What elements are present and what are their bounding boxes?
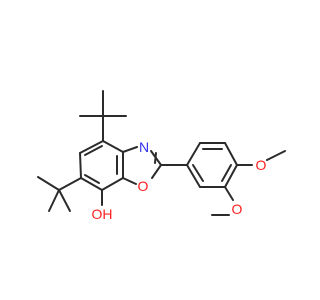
bond <box>101 177 124 191</box>
methoxy-bottom <box>211 186 234 216</box>
methoxy-top <box>236 150 286 166</box>
bond <box>84 174 100 184</box>
bond <box>79 152 82 179</box>
oxazole-ring <box>122 146 162 185</box>
bond <box>37 176 60 191</box>
bond <box>186 164 201 188</box>
methoxy-oxygen-bottom-label: O <box>232 201 243 217</box>
ring-oxygen-label: O <box>138 178 149 194</box>
bond <box>122 146 138 153</box>
bond <box>224 164 238 188</box>
bond <box>224 142 238 166</box>
bond <box>186 142 201 166</box>
bond <box>48 189 60 212</box>
dimethoxyphenyl-ring <box>186 142 238 188</box>
tert-butyl-top <box>79 90 127 142</box>
bond <box>154 152 157 164</box>
bond <box>58 177 82 191</box>
bond <box>224 186 234 201</box>
molecule-diagram: N O O O OH <box>37 90 286 222</box>
structure-canvas: N O O O OH <box>37 90 286 222</box>
bond <box>266 150 286 161</box>
bond <box>80 177 103 191</box>
bond <box>84 145 103 156</box>
nitrogen-label: N <box>139 139 149 155</box>
hydroxyl-label: OH <box>92 206 113 222</box>
bond <box>221 164 232 182</box>
benzo-ring <box>79 140 124 191</box>
bond <box>58 189 71 212</box>
bond <box>151 164 162 179</box>
bond <box>192 164 204 182</box>
bond <box>122 177 137 185</box>
bond <box>79 140 104 154</box>
methoxy-oxygen-top-label: O <box>256 157 267 173</box>
bond <box>102 140 124 153</box>
tert-butyl-left <box>37 176 82 212</box>
